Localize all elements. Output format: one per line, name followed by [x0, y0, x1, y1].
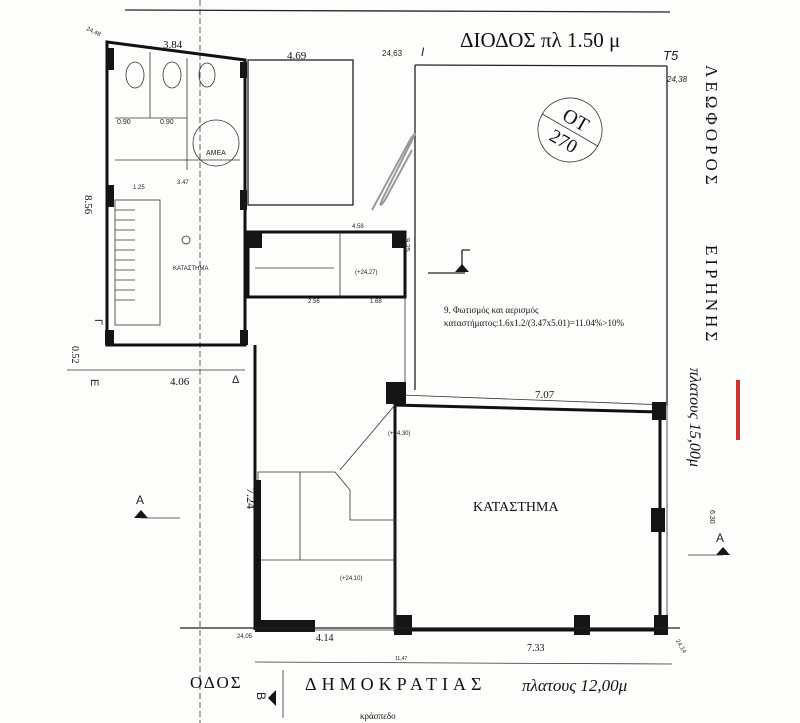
section-label: Γ — [92, 319, 104, 325]
room-label-accessible-wc: ΑΜΕΑ — [206, 150, 226, 157]
dimension: 8.56 — [82, 195, 94, 215]
column — [240, 62, 247, 78]
level-marker-icon — [181, 235, 191, 245]
street-right-name: ΛΕΩΦΟΡΟΣ — [702, 65, 721, 189]
left-building-outline — [105, 40, 247, 347]
elevation: 24,05 — [237, 634, 253, 640]
corner-label: Τ5 — [663, 48, 679, 63]
toilet-icon — [162, 61, 182, 89]
section-arrow-icon — [268, 690, 276, 706]
column — [651, 508, 665, 532]
staircase — [114, 199, 161, 326]
wet-area-outline — [257, 471, 396, 631]
dimension: 7.24 — [244, 488, 258, 509]
section-label: Ι — [421, 45, 425, 59]
dimension: 0.90 — [117, 119, 131, 126]
column — [654, 615, 668, 635]
note-line-1: 9. Φωτισμός και αερισμός — [444, 305, 539, 315]
dimension: 3.47 — [177, 180, 189, 186]
elevation: 24,48 — [85, 26, 102, 38]
street-bottom-name: ΔΗΜΟΚΡΑΤΙΑΣ — [305, 674, 486, 694]
turning-circle — [192, 119, 240, 167]
street-right-width: πλατους 15,00μ — [686, 368, 703, 467]
dimension: 4.06 — [170, 376, 190, 388]
street-right-name-2: ΕΙΡΗΝΗΣ — [702, 245, 721, 345]
red-marker — [736, 380, 740, 440]
elevation: (+24,27) — [355, 270, 378, 276]
wall-fill — [255, 620, 315, 632]
dimension: 0.52 — [69, 346, 80, 364]
toilet-icon — [125, 61, 145, 89]
street-bottom-width: πλατους 12,00μ — [522, 676, 627, 695]
dimension: 7.07 — [535, 389, 555, 401]
column — [240, 190, 247, 210]
top-street-line — [124, 9, 671, 13]
section-label: Δ — [232, 374, 240, 386]
elevation: 24,63 — [382, 49, 403, 58]
dimension: 2.56 — [308, 299, 320, 305]
column — [574, 615, 590, 635]
dimension: 11,47 — [395, 656, 407, 662]
dimension: 9.25 — [403, 238, 410, 252]
street-top-label: ΔΙΟΔΟΣ πλ 1.50 μ — [460, 28, 620, 52]
toilet-icon — [198, 62, 216, 88]
column — [248, 232, 262, 248]
column — [392, 232, 405, 248]
column — [105, 330, 114, 345]
street-bottom-prefix: ΟΔΟΣ — [190, 673, 243, 692]
dimension: 4.14 — [316, 633, 334, 644]
elevation: (+24,10) — [340, 576, 363, 582]
section-label: Ε — [88, 379, 100, 386]
dimension: 7.33 — [527, 643, 545, 654]
column — [394, 615, 412, 635]
dimension: 1.68 — [370, 299, 382, 305]
wall-fill — [255, 480, 261, 620]
dimension: 6.30 — [708, 510, 715, 524]
section-label: B — [254, 692, 268, 700]
room-label-small-store: ΚΑΤΑΣΤΗΜΑ — [173, 266, 209, 272]
corridor — [246, 230, 407, 299]
section-label: A — [136, 493, 144, 507]
dimension: 0.90 — [160, 119, 174, 126]
column — [107, 48, 114, 70]
elevation: 24,14 — [674, 639, 687, 656]
section-arrow-icon — [716, 547, 730, 555]
dimension: 4.58 — [352, 224, 364, 230]
paperclip-icon — [371, 133, 416, 211]
column — [386, 382, 406, 404]
kerb-label: κράσπεδο — [360, 711, 396, 721]
section-arrow-icon — [134, 510, 148, 518]
dimension: 4.69 — [287, 50, 307, 62]
column — [107, 185, 114, 207]
block-divider — [542, 113, 598, 147]
column — [652, 402, 666, 420]
section-arrow-icon — [455, 264, 469, 272]
note-line-2: καταστήματος:1.6x1.2/(3.47x5.01)=11.04%>… — [444, 318, 624, 328]
block-number-stamp: ΟΤ 270 — [537, 97, 603, 163]
column — [240, 330, 248, 345]
section-label: A — [716, 531, 724, 545]
room-label-main-store: ΚΑΤΑΣΤΗΜΑ — [473, 500, 559, 515]
middle-block — [247, 59, 354, 206]
dimension: 3.84 — [163, 39, 183, 51]
elevation: 24,38 — [666, 75, 688, 84]
elevation: (+24,30) — [388, 431, 411, 437]
dimension: 1.25 — [133, 185, 145, 191]
